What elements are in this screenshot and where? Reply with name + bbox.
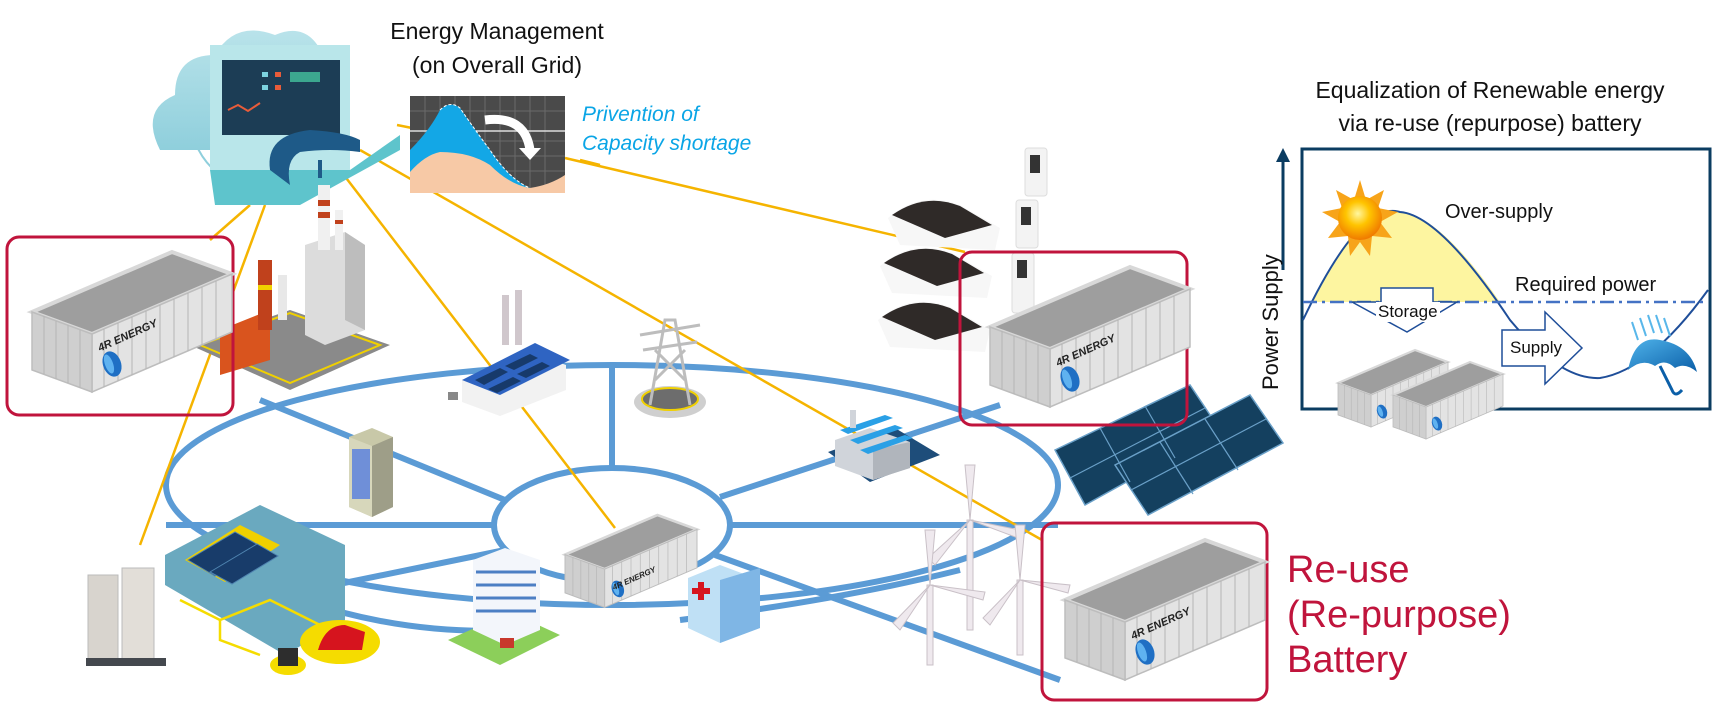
reuse-label-line-2: (Re-purpose) <box>1287 594 1511 636</box>
callout-line-2: Capacity shortage <box>582 132 752 155</box>
office-building-icon <box>349 428 393 517</box>
reuse-battery-highlight-left <box>5 235 235 417</box>
equalization-title-line-1: Equalization of Renewable energy <box>1315 77 1665 103</box>
transmission-tower-icon <box>634 318 706 418</box>
capacity-shortage-chart <box>410 96 565 193</box>
hospital-icon <box>688 565 760 643</box>
equalization-panel <box>1276 147 1712 441</box>
power-grid-network <box>163 362 1062 683</box>
callout-line-1: Privention of <box>582 103 699 126</box>
power-plant-icon <box>190 185 390 390</box>
home-with-solar-icon <box>165 505 380 675</box>
arrow-up-icon <box>1276 148 1290 162</box>
reuse-battery-highlight-ev <box>958 250 1192 427</box>
supply-arrow <box>1501 310 1584 386</box>
apartment-building-icon <box>448 548 560 665</box>
home-battery-units-icon <box>86 567 166 666</box>
umbrella-rain-icon <box>1628 314 1697 396</box>
battery-container <box>30 250 234 394</box>
sun-icon <box>1322 180 1398 256</box>
factory-icon <box>828 410 940 482</box>
reuse-label-line-3: Battery <box>1287 639 1408 681</box>
reuse-battery-highlight-main <box>1040 521 1269 702</box>
supply-label: Supply <box>1510 338 1562 357</box>
equalization-title-line-2: via re-use (repurpose) battery <box>1338 110 1642 136</box>
grid-battery-container <box>563 513 699 609</box>
title-line-1: Energy Management <box>390 18 604 44</box>
equalization-title: Equalization of Renewable energy via re-… <box>1270 74 1710 140</box>
capacity-shortage-callout: Privention of Capacity shortage <box>582 100 751 158</box>
storage-label: Storage <box>1376 302 1440 322</box>
energy-management-title: Energy Management (on Overall Grid) <box>372 14 622 82</box>
solar-panels-icon <box>1053 384 1285 516</box>
required-power-label: Required power <box>1515 274 1657 296</box>
battery-container <box>1063 538 1267 682</box>
reuse-battery-label: Re-use (Re-purpose) Battery <box>1287 548 1511 683</box>
solar-factory-icon <box>448 290 570 416</box>
reuse-label-line-1: Re-use <box>1287 549 1410 591</box>
electric-cars-icon <box>878 199 1000 352</box>
wind-turbines-icon <box>892 464 1071 666</box>
outer-grid-ring <box>163 362 1061 608</box>
control-room-icon <box>210 45 400 205</box>
over-supply-label: Over-supply <box>1445 201 1553 223</box>
power-supply-axis-label: Power Supply <box>1258 254 1283 390</box>
ev-charging-station-icon <box>1011 147 1048 314</box>
title-line-2: (on Overall Grid) <box>412 52 582 78</box>
